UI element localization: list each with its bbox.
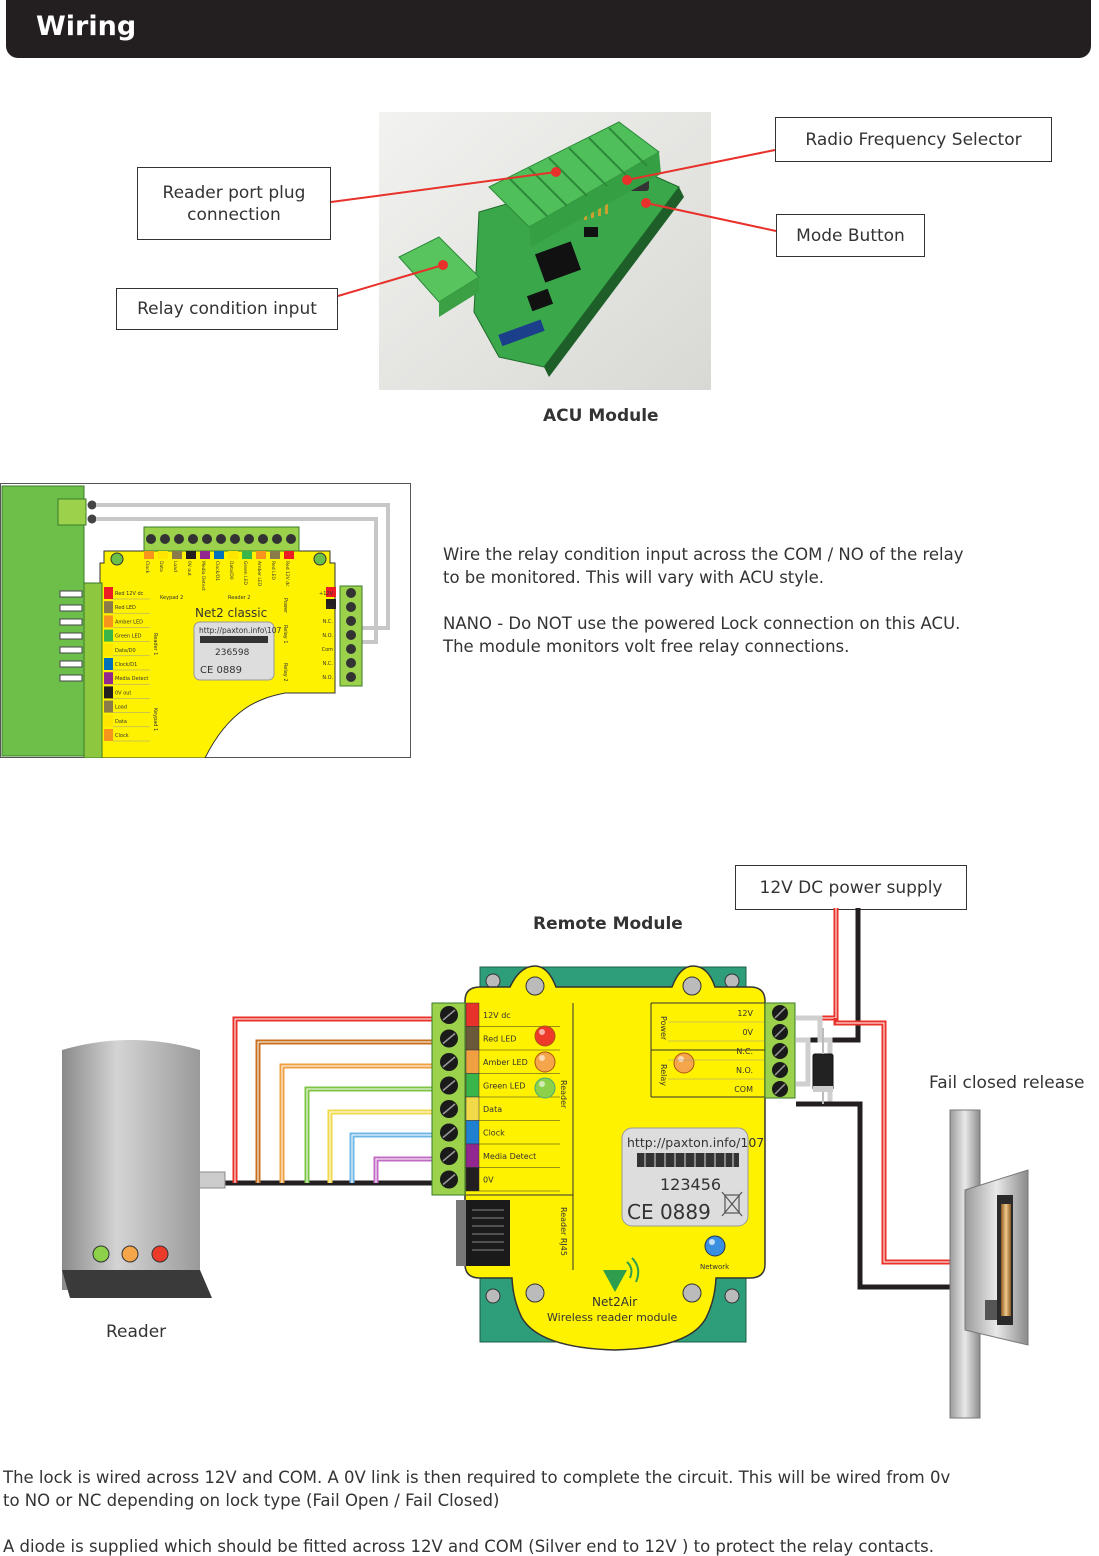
- classic-left-label: Data: [115, 719, 127, 725]
- classic-top-label: Red LED: [270, 561, 276, 580]
- keypad1-label: Keypad 1: [152, 708, 158, 731]
- instruction-line-4: The module monitors volt free relay conn…: [443, 637, 850, 656]
- section-header: Wiring: [6, 0, 1091, 58]
- module-right-terminal-label: N.O.: [736, 1066, 753, 1075]
- classic-left-label: 0V out: [115, 690, 131, 696]
- classic-left-label: Media Detect: [115, 676, 148, 682]
- classic-left-label: Clock/D1: [115, 662, 137, 668]
- classic-serial: 236598: [215, 648, 250, 658]
- classic-top-label: Amber LED: [256, 561, 262, 587]
- module-url: http://paxton.info/107: [627, 1135, 764, 1150]
- module-left-terminal-label: Green LED: [483, 1082, 525, 1091]
- radio-frequency-callout: Radio Frequency Selector: [775, 117, 1052, 162]
- module-left-terminal-label: Red LED: [483, 1035, 516, 1044]
- instruction-line-3: NANO - Do NOT use the powered Lock conne…: [443, 614, 961, 633]
- classic-left-label: Amber LED: [115, 619, 143, 625]
- module-serial: 123456: [660, 1175, 721, 1194]
- instruction-line-2: to be monitored. This will vary with ACU…: [443, 568, 825, 587]
- acu-module-photo: [379, 112, 711, 390]
- module-left-terminal-label: Media Detect: [483, 1152, 536, 1161]
- reader-label: Reader: [106, 1322, 167, 1342]
- classic-top-label: Media Detect: [200, 561, 206, 591]
- classic-top-label: 0V out: [186, 561, 192, 576]
- proximity-reader: [62, 1040, 226, 1298]
- module-rj45-label: Reader RJ45: [559, 1207, 568, 1256]
- wireless-antenna-icon: [603, 1257, 640, 1292]
- reader1-label: Reader 1: [152, 633, 158, 655]
- classic-top-label: Load: [172, 561, 178, 572]
- classic-right-label: N.C.: [323, 619, 334, 625]
- classic-right-label: N.C.: [323, 661, 334, 667]
- page-title: Wiring: [36, 11, 137, 42]
- footer-line-3: A diode is supplied which should be ﬁtte…: [3, 1537, 935, 1556]
- classic-left-label: Clock: [115, 733, 129, 739]
- acu-module-caption: ACU Module: [543, 406, 659, 426]
- module-ce-mark: CE 0889: [627, 1200, 711, 1224]
- reader2-label: Reader 2: [228, 595, 250, 601]
- classic-top-label: Clock: [144, 561, 150, 574]
- electric-release-lock: [949, 1109, 1029, 1419]
- classic-ce: CE 0889: [200, 665, 242, 676]
- network-led-label: Network: [700, 1263, 730, 1271]
- classic-top-label: Green LED: [242, 561, 248, 585]
- relay-input-callout: Relay condition input: [116, 288, 338, 330]
- footer-text: The lock is wired across 12V and COM. A …: [3, 1466, 1099, 1556]
- module-left-terminal-label: Data: [483, 1105, 502, 1114]
- classic-left-label: Data/D0: [115, 648, 136, 654]
- net2air-brand: Net2Air: [592, 1295, 637, 1309]
- instructions-text: Wire the relay condition input across th…: [443, 543, 1083, 658]
- module-right-terminal-label: 0V: [742, 1028, 753, 1037]
- classic-right-label: N.O.: [322, 633, 333, 639]
- power-label: Power: [282, 598, 288, 614]
- classic-left-label: Green LED: [115, 634, 142, 640]
- mode-button-callout: Mode Button: [776, 214, 925, 257]
- classic-title: Net2 classic: [195, 606, 267, 620]
- module-left-terminal-label: 0V: [483, 1176, 494, 1185]
- footer-line-2: to NO or NC depending on lock type (Fail…: [3, 1491, 500, 1510]
- classic-left-label: Load: [115, 705, 127, 711]
- module-left-terminal-label: Amber LED: [483, 1058, 528, 1067]
- module-right-terminal-label: 12V: [737, 1009, 753, 1018]
- footer-line-1: The lock is wired across 12V and COM. A …: [3, 1468, 951, 1487]
- classic-top-label: Clock/D1: [214, 561, 220, 581]
- diode: [812, 1028, 834, 1104]
- module-left-terminal-label: 12V dc: [483, 1011, 511, 1020]
- relay2-label: Relay 2: [282, 663, 288, 682]
- acu-callout-lines: [330, 149, 777, 297]
- classic-top-label: Red 12V dc: [284, 561, 290, 587]
- fail-closed-label: Fail closed release: [929, 1073, 1085, 1093]
- classic-url: http://paxton.info\107: [199, 626, 282, 635]
- module-right-terminal-label: COM: [734, 1085, 753, 1094]
- classic-top-label: Data: [158, 561, 164, 572]
- keypad2-label: Keypad 2: [160, 595, 183, 601]
- module-power-label: Power: [659, 1016, 668, 1041]
- classic-top-label: Data/D0: [228, 561, 234, 580]
- module-reader-section: Reader: [559, 1080, 568, 1109]
- module-subtitle: Wireless reader module: [547, 1311, 678, 1324]
- power-supply-callout: 12V DC power supply: [735, 865, 967, 910]
- remote-module-title: Remote Module: [533, 914, 683, 934]
- classic-left-label: Red LED: [115, 605, 136, 611]
- classic-left-label: Red 12V dc: [115, 591, 144, 597]
- classic-right-label: Com: [322, 647, 334, 653]
- module-relay-label: Relay: [659, 1064, 668, 1086]
- instruction-line-1: Wire the relay condition input across th…: [443, 545, 964, 564]
- reader-port-callout: Reader port plug connection: [137, 167, 331, 240]
- module-right-terminal-label: N.C.: [736, 1047, 753, 1056]
- classic-right-label: N.O.: [322, 675, 333, 681]
- classic-right-label: 0V: [326, 605, 333, 611]
- relay1-label: Relay 1: [282, 625, 288, 644]
- module-left-terminal-label: Clock: [483, 1129, 505, 1138]
- classic-right-label: +12V: [319, 591, 334, 597]
- weee-bin-icon: [721, 1191, 743, 1217]
- remote-module-diagram: 12V dc Red LED Amber LED Green LED DataClock…: [62, 908, 1029, 1419]
